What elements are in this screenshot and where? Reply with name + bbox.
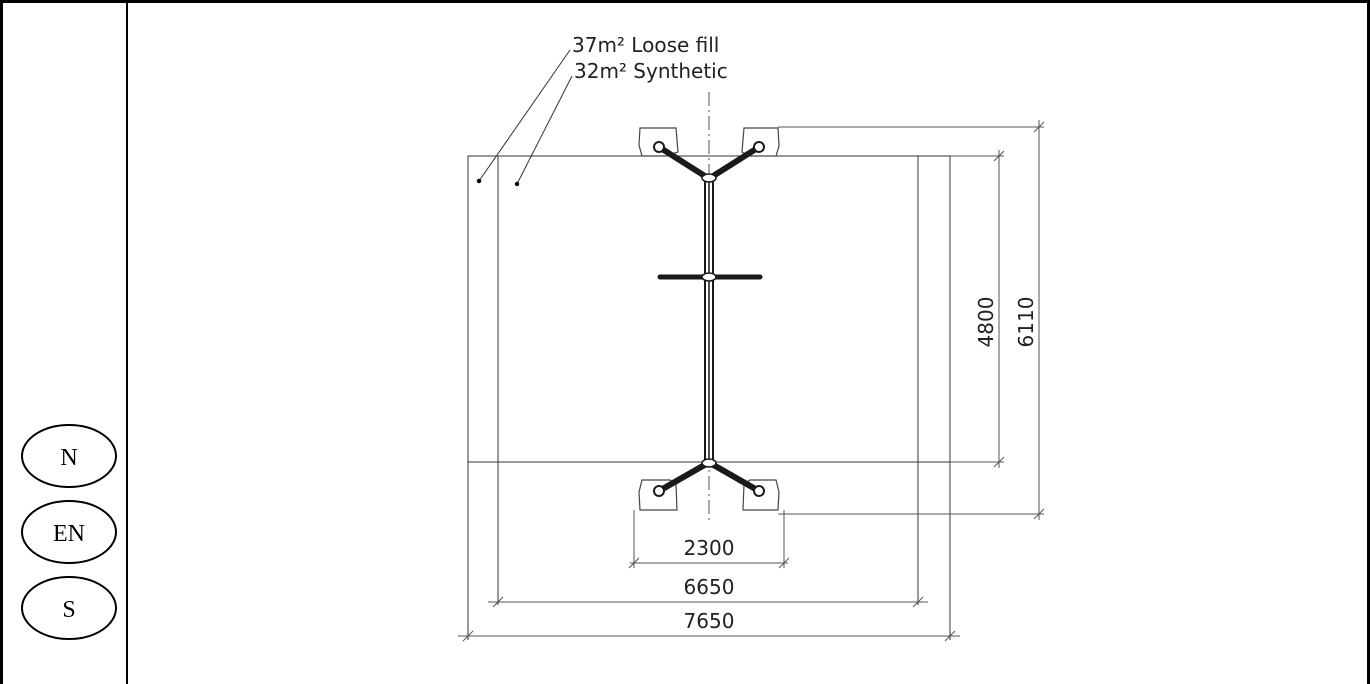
surfacing-leaders	[476, 49, 573, 187]
vertical-dimensions	[993, 120, 1045, 520]
dimension-outer-length: 6110	[1014, 297, 1038, 348]
swing-frame	[653, 141, 765, 497]
legend-badge-s-label: S	[62, 597, 75, 623]
site-plan	[458, 49, 1045, 642]
footing-top-right	[741, 127, 780, 157]
dimension-inner-width: 6650	[684, 575, 735, 599]
legend-column: N EN S	[21, 424, 117, 640]
dimension-inner-length: 4800	[974, 297, 998, 348]
loose-fill-label: 37m² Loose fill	[572, 33, 719, 57]
horizontal-dimensions	[458, 510, 960, 642]
legend-badge-n-label: N	[60, 445, 77, 471]
vertical-dimension-extensions	[778, 126, 1044, 515]
dimension-outer-width: 7650	[684, 609, 735, 633]
dimension-posts-width: 2300	[684, 536, 735, 560]
legend-badge-en-label: EN	[53, 521, 85, 547]
footing-top-left	[638, 127, 679, 157]
footing-bottom-left	[638, 479, 678, 511]
synthetic-label: 32m² Synthetic	[574, 59, 728, 83]
legend-badge-s: S	[21, 576, 117, 640]
legend-badge-en: EN	[21, 500, 117, 564]
legend-badge-n: N	[21, 424, 117, 488]
